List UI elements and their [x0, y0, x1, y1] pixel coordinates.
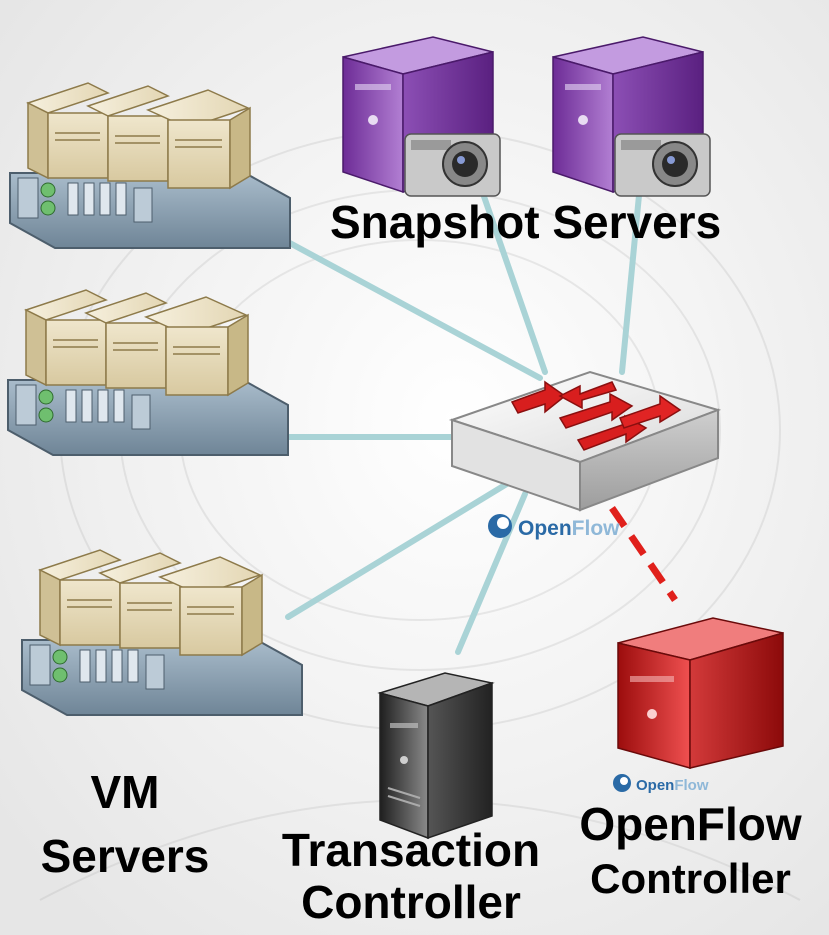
- switch-arrows-icon: [510, 380, 682, 451]
- openflow-label-line2: Controller: [590, 854, 791, 902]
- transaction-label-line2: Controller: [301, 875, 521, 928]
- link-snapshot1-switch: [477, 182, 548, 375]
- transaction-label-line1: Transaction: [281, 824, 541, 876]
- vm-servers-label: VM Servers: [10, 766, 240, 882]
- vm-server-2: [7, 289, 289, 456]
- link-vm3-switch: [285, 479, 513, 620]
- openflow-switch: [448, 370, 722, 512]
- link-snapshot2-switch: [619, 182, 643, 375]
- rack-unit: [21, 639, 303, 716]
- control-link-openflow: [609, 506, 678, 602]
- server-boxes: [26, 82, 251, 190]
- snapshot-servers-label: Snapshot Servers: [330, 196, 722, 248]
- openflow-controller-label: OpenFlow Controller: [552, 798, 829, 902]
- openflow-label-line1: OpenFlow: [579, 798, 802, 850]
- vm-server-3: [21, 549, 303, 716]
- server-boxes: [38, 549, 263, 657]
- link-transaction-switch: [455, 491, 528, 655]
- svg-text:OpenFlow: OpenFlow: [636, 777, 709, 794]
- rack-unit: [9, 172, 291, 249]
- server-boxes: [24, 289, 249, 397]
- rack-unit: [7, 379, 289, 456]
- transaction-controller-label: Transaction Controller: [256, 824, 566, 928]
- link-vm1-switch: [259, 225, 543, 381]
- camera-icon: [614, 133, 711, 197]
- vm-server-1: [9, 82, 291, 249]
- logo-flow-text: Flow: [572, 517, 620, 540]
- transaction-controller-server: [377, 672, 495, 840]
- camera-icon: [404, 133, 501, 197]
- logo-open-text: Open: [636, 777, 674, 794]
- vm-label-line2: Servers: [40, 829, 210, 882]
- svg-text:OpenFlow: OpenFlow: [518, 517, 620, 540]
- openflow-logo-controller: OpenFlow: [613, 774, 709, 794]
- openflow-logo-switch: OpenFlow: [488, 514, 620, 540]
- snapshot-server-1: [342, 36, 501, 197]
- network-links: [259, 182, 643, 655]
- snapshot-server-2: [552, 36, 711, 197]
- logo-open-text: Open: [518, 517, 572, 540]
- logo-flow-text: Flow: [674, 777, 708, 794]
- vm-label-line1: VM: [90, 766, 160, 818]
- openflow-controller-server: [617, 617, 784, 769]
